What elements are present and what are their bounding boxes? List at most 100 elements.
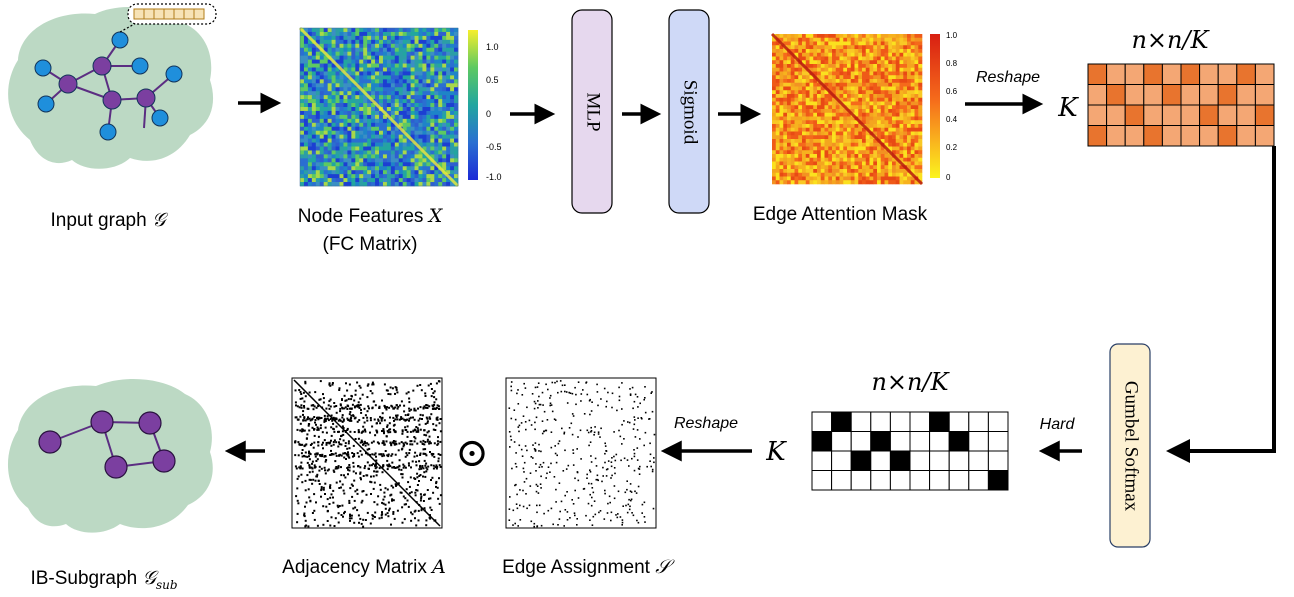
grid-cell: [811, 450, 833, 471]
grid-row-label-top: K: [1057, 93, 1079, 123]
fc-tick-neg0.5: -0.5: [486, 142, 502, 152]
grid-cell: [1236, 125, 1256, 147]
grid-cell: [987, 411, 1009, 432]
fc-tick-0.5: 0.5: [486, 75, 499, 85]
grid-cell: [850, 431, 872, 452]
reshape-label-bottom: Reshape: [674, 415, 738, 432]
fc-tick-1: 1.0: [486, 42, 499, 52]
grid-cell: [987, 470, 1009, 491]
grid-cell: [850, 450, 872, 471]
grid-cell: [1106, 84, 1126, 106]
grid-cell: [811, 431, 833, 452]
grid-cell: [1106, 104, 1126, 126]
grid-cell: [987, 450, 1009, 471]
grid-cell: [1161, 63, 1182, 85]
grid-cell: [1217, 104, 1238, 126]
grid-cell: [909, 450, 931, 471]
node-features-label: Node Features X: [298, 205, 444, 227]
grid-cell: [831, 470, 852, 491]
subgraph-brain: [7, 379, 213, 533]
gumbel-softmax-block: Gumbel Softmax: [1109, 343, 1151, 548]
grid-cell: [1161, 84, 1182, 106]
graph-nodes: [34, 31, 183, 141]
fc-tick-neg1: -1.0: [486, 172, 502, 182]
grid-cell: [1217, 63, 1238, 85]
grid-cell: [1161, 104, 1182, 126]
adjacency-matrix: [291, 377, 443, 529]
mlp-block: MLP: [571, 9, 613, 214]
grid-cell: [948, 431, 970, 452]
grid-cell: [1143, 125, 1163, 147]
grid-cell: [929, 431, 950, 452]
grid-cell: [1087, 125, 1108, 147]
brain-shape-sub: [7, 379, 213, 533]
grid-cell: [909, 431, 931, 452]
grid-cell: [948, 450, 970, 471]
edge-attention-heatmap: [770, 32, 924, 186]
grid-cell: [1254, 104, 1275, 126]
attn-tick-0.2: 0.2: [946, 143, 958, 152]
feature-vector-icon: [133, 8, 205, 20]
input-graph-label: Input graph 𝒢: [51, 209, 169, 231]
binary-selection-grid: [811, 411, 1009, 491]
grid-cell: [948, 470, 970, 491]
grid-cell: [909, 470, 931, 491]
grid-cell: [831, 450, 852, 471]
grid-cell: [1180, 84, 1201, 106]
grid-cell: [870, 450, 891, 471]
fc-matrix-label: (FC Matrix): [323, 234, 418, 255]
grid-cell: [1180, 63, 1201, 85]
grid-cell: [1143, 63, 1163, 85]
sigmoid-label: Sigmoid: [680, 80, 701, 145]
grid-row-label-bottom: K: [765, 437, 787, 467]
grid-cell: [1180, 125, 1201, 147]
attention-colorbar: 1.0 0.8 0.6 0.4 0.2 0: [930, 31, 958, 182]
grid-cell: [811, 470, 833, 491]
grid-cell: [850, 411, 872, 432]
reshaped-attention-grid: [1087, 63, 1275, 147]
grid-cell: [1236, 104, 1256, 126]
grid-cell: [1180, 104, 1201, 126]
hadamard-product-symbol: ⊙: [455, 430, 489, 475]
grid-cell: [929, 411, 950, 432]
grid-cell: [987, 431, 1009, 452]
grid-cell: [1199, 125, 1219, 147]
grid-cell: [968, 431, 989, 452]
grid-cell: [1161, 125, 1182, 147]
arrow-grid-to-gumbel: [1166, 146, 1276, 463]
edge-assignment-matrix: [505, 377, 657, 529]
attn-tick-0.8: 0.8: [946, 59, 958, 68]
grid-cell: [1236, 63, 1256, 85]
grid-cell: [1254, 125, 1275, 147]
fc-colorbar: 1.0 0.5 0 -0.5 -1.0: [468, 30, 502, 182]
grid-cell: [968, 450, 989, 471]
grid-cell: [1106, 125, 1126, 147]
reshape-label-top: Reshape: [976, 69, 1040, 86]
grid-cell: [968, 411, 989, 432]
edge-assignment-label: Edge Assignment 𝒮: [502, 556, 675, 578]
grid-cell: [1143, 104, 1163, 126]
grid-cell: [1124, 63, 1145, 85]
attn-tick-1: 1.0: [946, 31, 958, 40]
adjacency-label: Adjacency Matrix A: [282, 556, 446, 578]
grid-cell: [889, 450, 911, 471]
grid-cell: [870, 470, 891, 491]
grid-cell: [889, 470, 911, 491]
grid-cell: [1254, 84, 1275, 106]
grid-cell: [870, 411, 891, 432]
sigmoid-block: Sigmoid: [668, 9, 710, 214]
grid-dim-label-bottom: n×n/K: [871, 368, 950, 396]
brain-shape: [8, 7, 214, 169]
grid-cell: [889, 431, 911, 452]
hard-label: Hard: [1040, 416, 1076, 433]
grid-cell: [1236, 84, 1256, 106]
grid-cell: [929, 450, 950, 471]
attn-tick-0.4: 0.4: [946, 115, 958, 124]
grid-cell: [1087, 84, 1108, 106]
grid-dim-label-top: n×n/K: [1131, 26, 1210, 54]
grid-cell: [1217, 125, 1238, 147]
grid-cell: [1254, 63, 1275, 85]
grid-cell: [850, 470, 872, 491]
grid-cell: [811, 411, 833, 432]
